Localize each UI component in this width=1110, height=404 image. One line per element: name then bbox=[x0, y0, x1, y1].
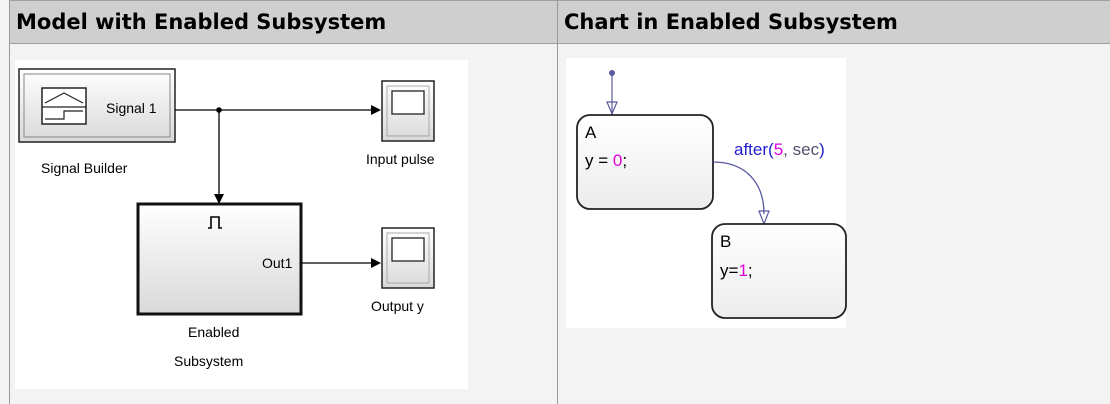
signal-line-input bbox=[175, 105, 381, 204]
state-b[interactable]: B y=1; bbox=[711, 223, 847, 319]
column-header-model: Model with Enabled Subsystem bbox=[10, 0, 557, 44]
signal-builder-icon bbox=[41, 87, 87, 125]
signal-builder-port-label: Signal 1 bbox=[106, 100, 157, 116]
figure-table: Model with Enabled Subsystem Chart in En… bbox=[9, 0, 1110, 404]
state-b-name: B bbox=[720, 232, 731, 251]
scope-input-block[interactable] bbox=[381, 80, 435, 142]
enabled-subsystem-port-label: Out1 bbox=[262, 255, 293, 271]
signal-builder-caption: Signal Builder bbox=[41, 160, 128, 176]
enabled-subsystem-block[interactable]: Out1 bbox=[136, 202, 303, 316]
signal-line-output bbox=[301, 258, 381, 268]
column-divider bbox=[557, 0, 558, 404]
state-a-action: y = 0; bbox=[585, 151, 627, 170]
model-diagram: Signal 1 Signal Builder Input pulse bbox=[18, 68, 435, 369]
transition-after[interactable]: after(5, sec) bbox=[712, 140, 825, 226]
chart-diagram-panel: A y = 0; after(5, sec) B y=1; bbox=[566, 58, 847, 328]
scope-input-caption: Input pulse bbox=[366, 151, 435, 167]
transition-label: after(5, sec) bbox=[734, 140, 825, 159]
scope-icon bbox=[391, 90, 425, 115]
default-transition bbox=[606, 70, 618, 116]
scope-output-caption: Output y bbox=[371, 298, 424, 314]
scope-icon bbox=[391, 237, 425, 262]
signal-builder-block[interactable]: Signal 1 bbox=[18, 68, 176, 143]
state-a-name: A bbox=[585, 123, 597, 142]
state-a[interactable]: A y = 0; bbox=[576, 114, 714, 210]
column-header-chart: Chart in Enabled Subsystem bbox=[558, 0, 1110, 44]
enabled-subsystem-caption-line1: Enabled bbox=[188, 324, 239, 340]
stateflow-chart: A y = 0; after(5, sec) B y=1; bbox=[576, 70, 847, 319]
model-diagram-panel: Signal 1 Signal Builder Input pulse bbox=[15, 60, 468, 389]
scope-output-block[interactable] bbox=[381, 227, 435, 289]
enabled-subsystem-caption-line2: Subsystem bbox=[174, 353, 243, 369]
state-b-action: y=1; bbox=[720, 261, 753, 280]
enable-pulse-icon bbox=[208, 216, 222, 229]
